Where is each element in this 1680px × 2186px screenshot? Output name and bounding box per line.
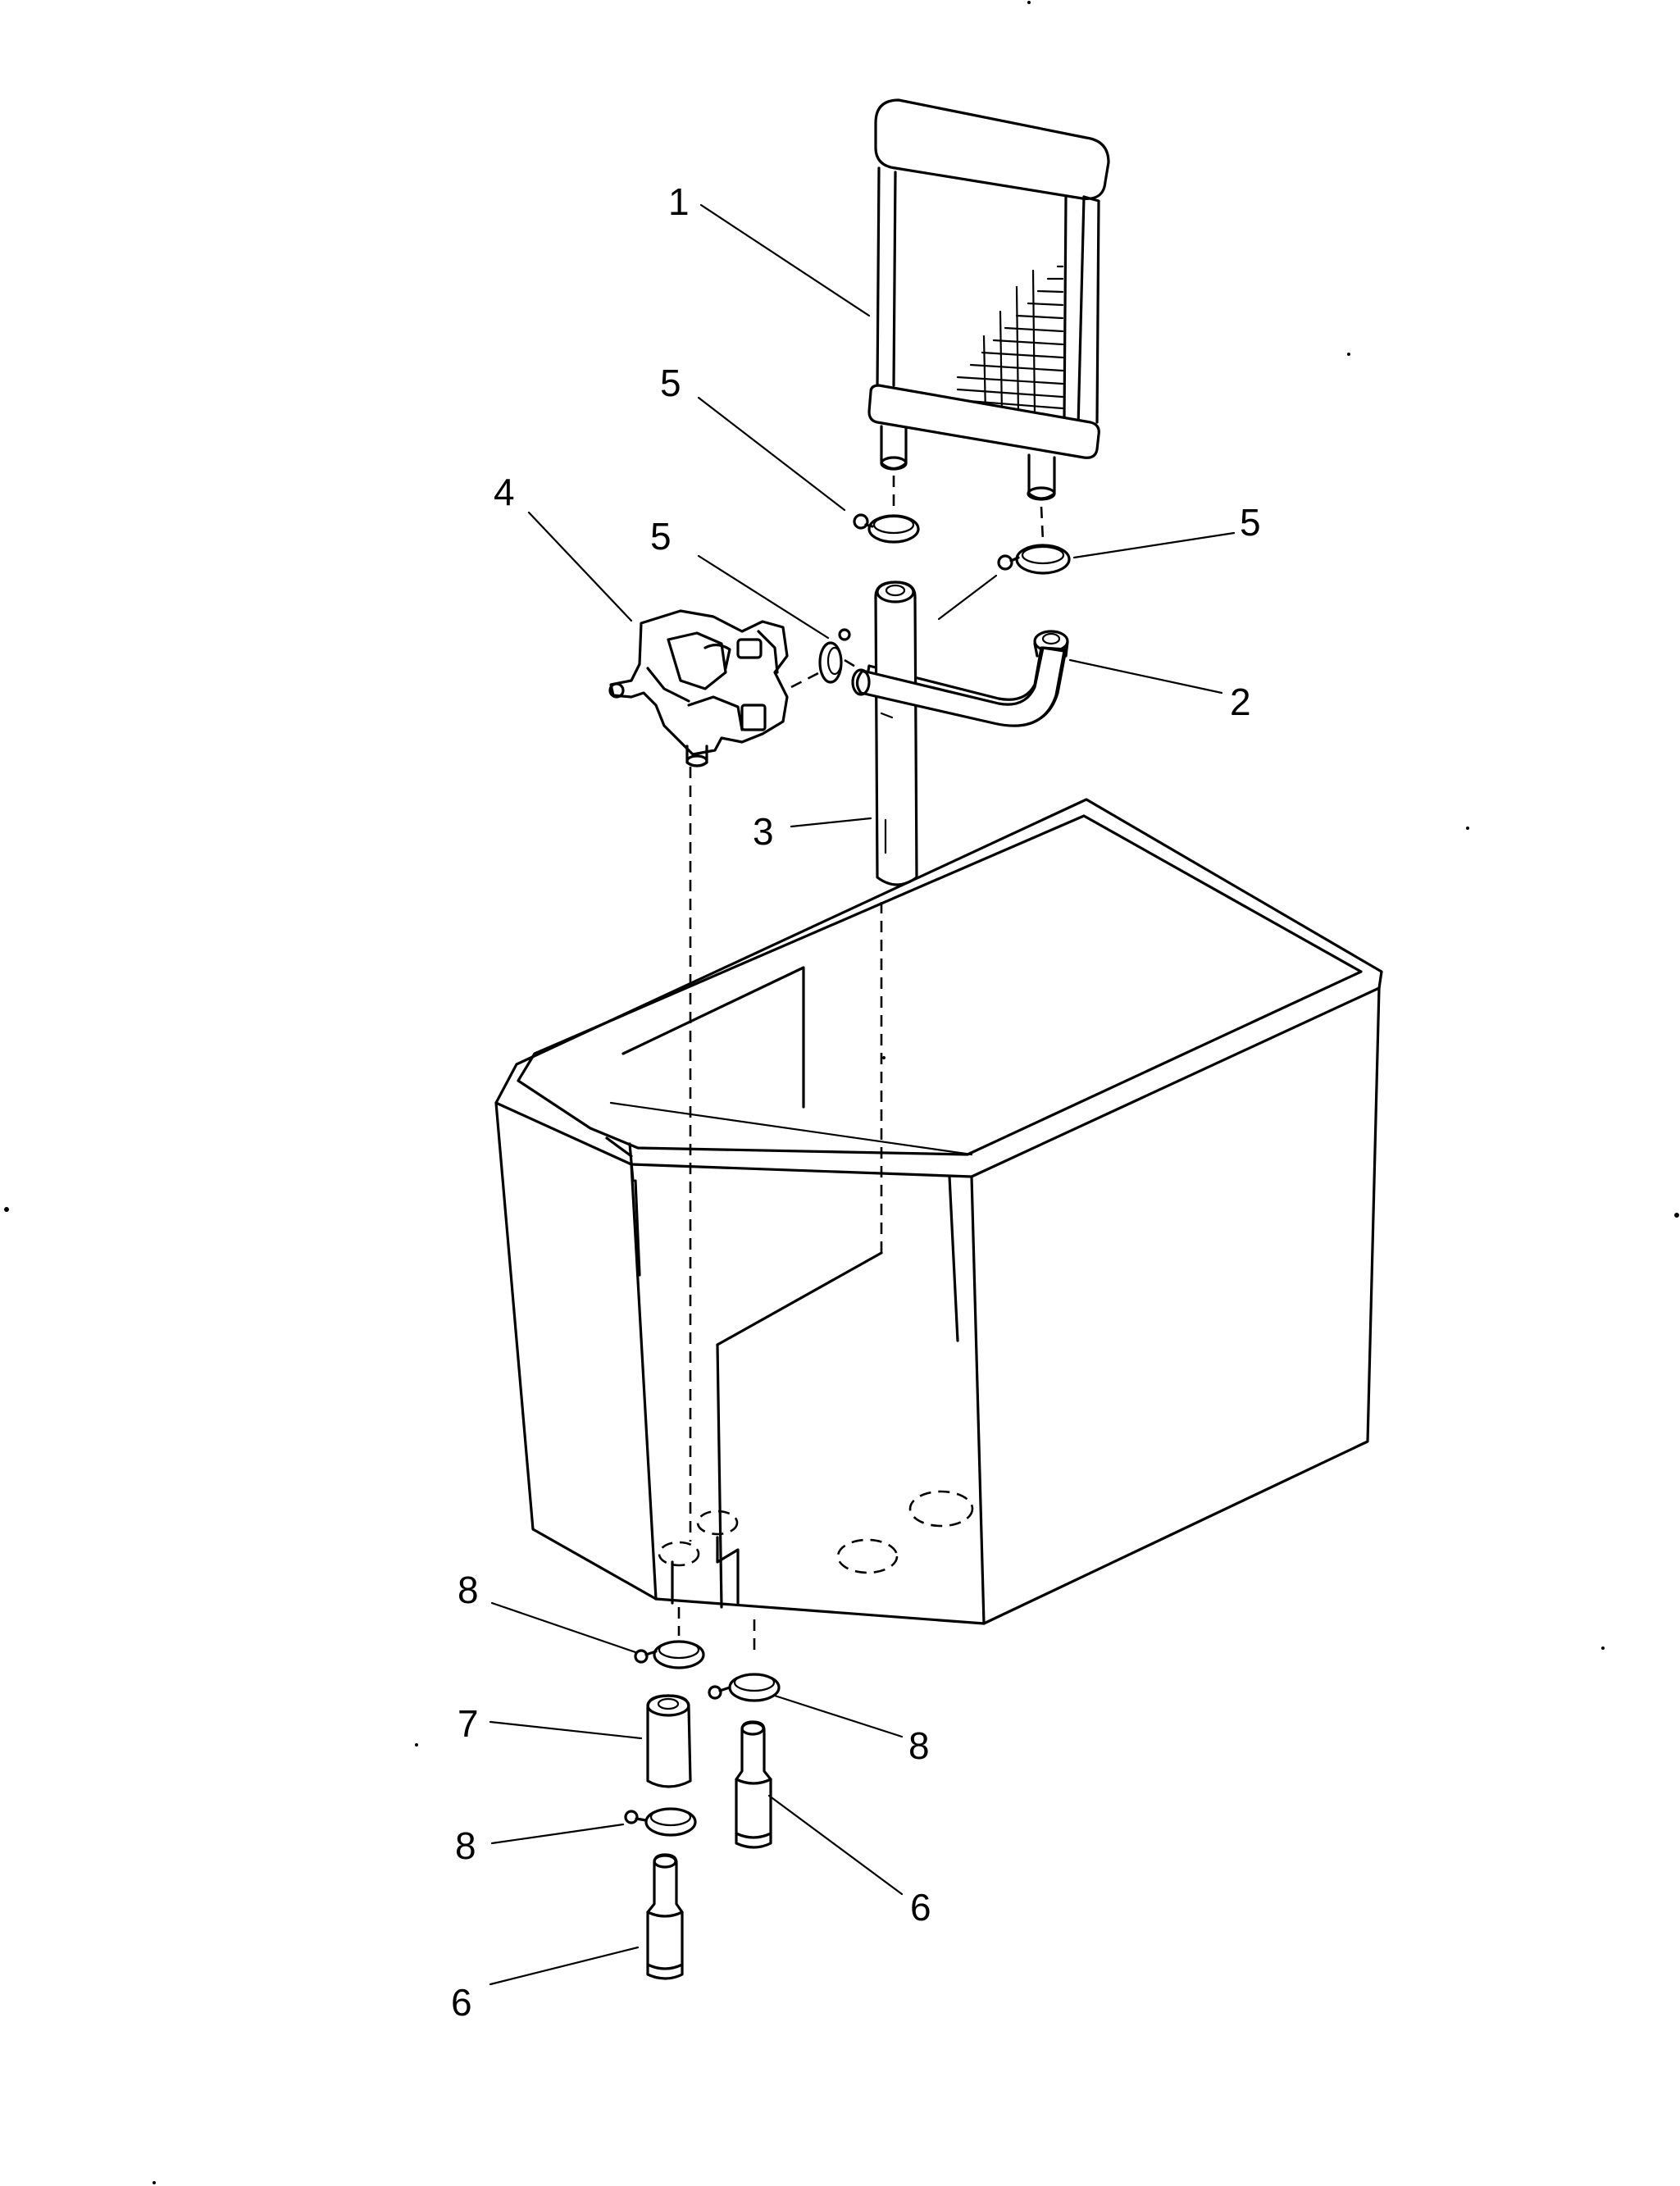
callout-3: 3 [753, 810, 774, 853]
callout-6-right: 6 [910, 1886, 931, 1929]
hose-straight-part-3 [851, 581, 1066, 886]
hose-clamp-valve-5 [818, 628, 851, 684]
heater-core-part [867, 98, 1110, 501]
hose-clamp-8-top-right [708, 1673, 781, 1702]
hose-clamp-8-lower [624, 1807, 697, 1837]
hose-part-7 [646, 1694, 692, 1788]
callout-6-left: 6 [451, 1981, 472, 2024]
callout-8-right: 8 [908, 1724, 930, 1767]
leader-lines [489, 203, 1236, 1986]
callout-7: 7 [458, 1702, 479, 1745]
callout-5-right: 5 [1240, 501, 1261, 544]
callout-4: 4 [494, 471, 515, 513]
callout-2: 2 [1230, 681, 1251, 723]
water-valve-part-4 [608, 609, 789, 767]
callout-labels: 1 5 5 4 5 2 3 8 7 8 8 6 6 [451, 180, 1261, 2024]
scan-specks [4, 1, 1679, 2184]
hose-clamp-right-5 [997, 544, 1071, 575]
pipe-fitting-6-left [646, 1853, 684, 1980]
pipe-fitting-6-right [735, 1720, 772, 1849]
callout-1: 1 [668, 180, 690, 223]
callout-5-valve: 5 [650, 515, 672, 558]
callout-8-top-left: 8 [458, 1569, 479, 1611]
hose-clamp-upper-5 [853, 513, 920, 544]
hose-clamp-8-top-left [634, 1640, 705, 1669]
callout-5-upper: 5 [660, 362, 681, 404]
callout-8-lower: 8 [455, 1824, 476, 1867]
cab-floor-panel [494, 767, 1383, 1656]
